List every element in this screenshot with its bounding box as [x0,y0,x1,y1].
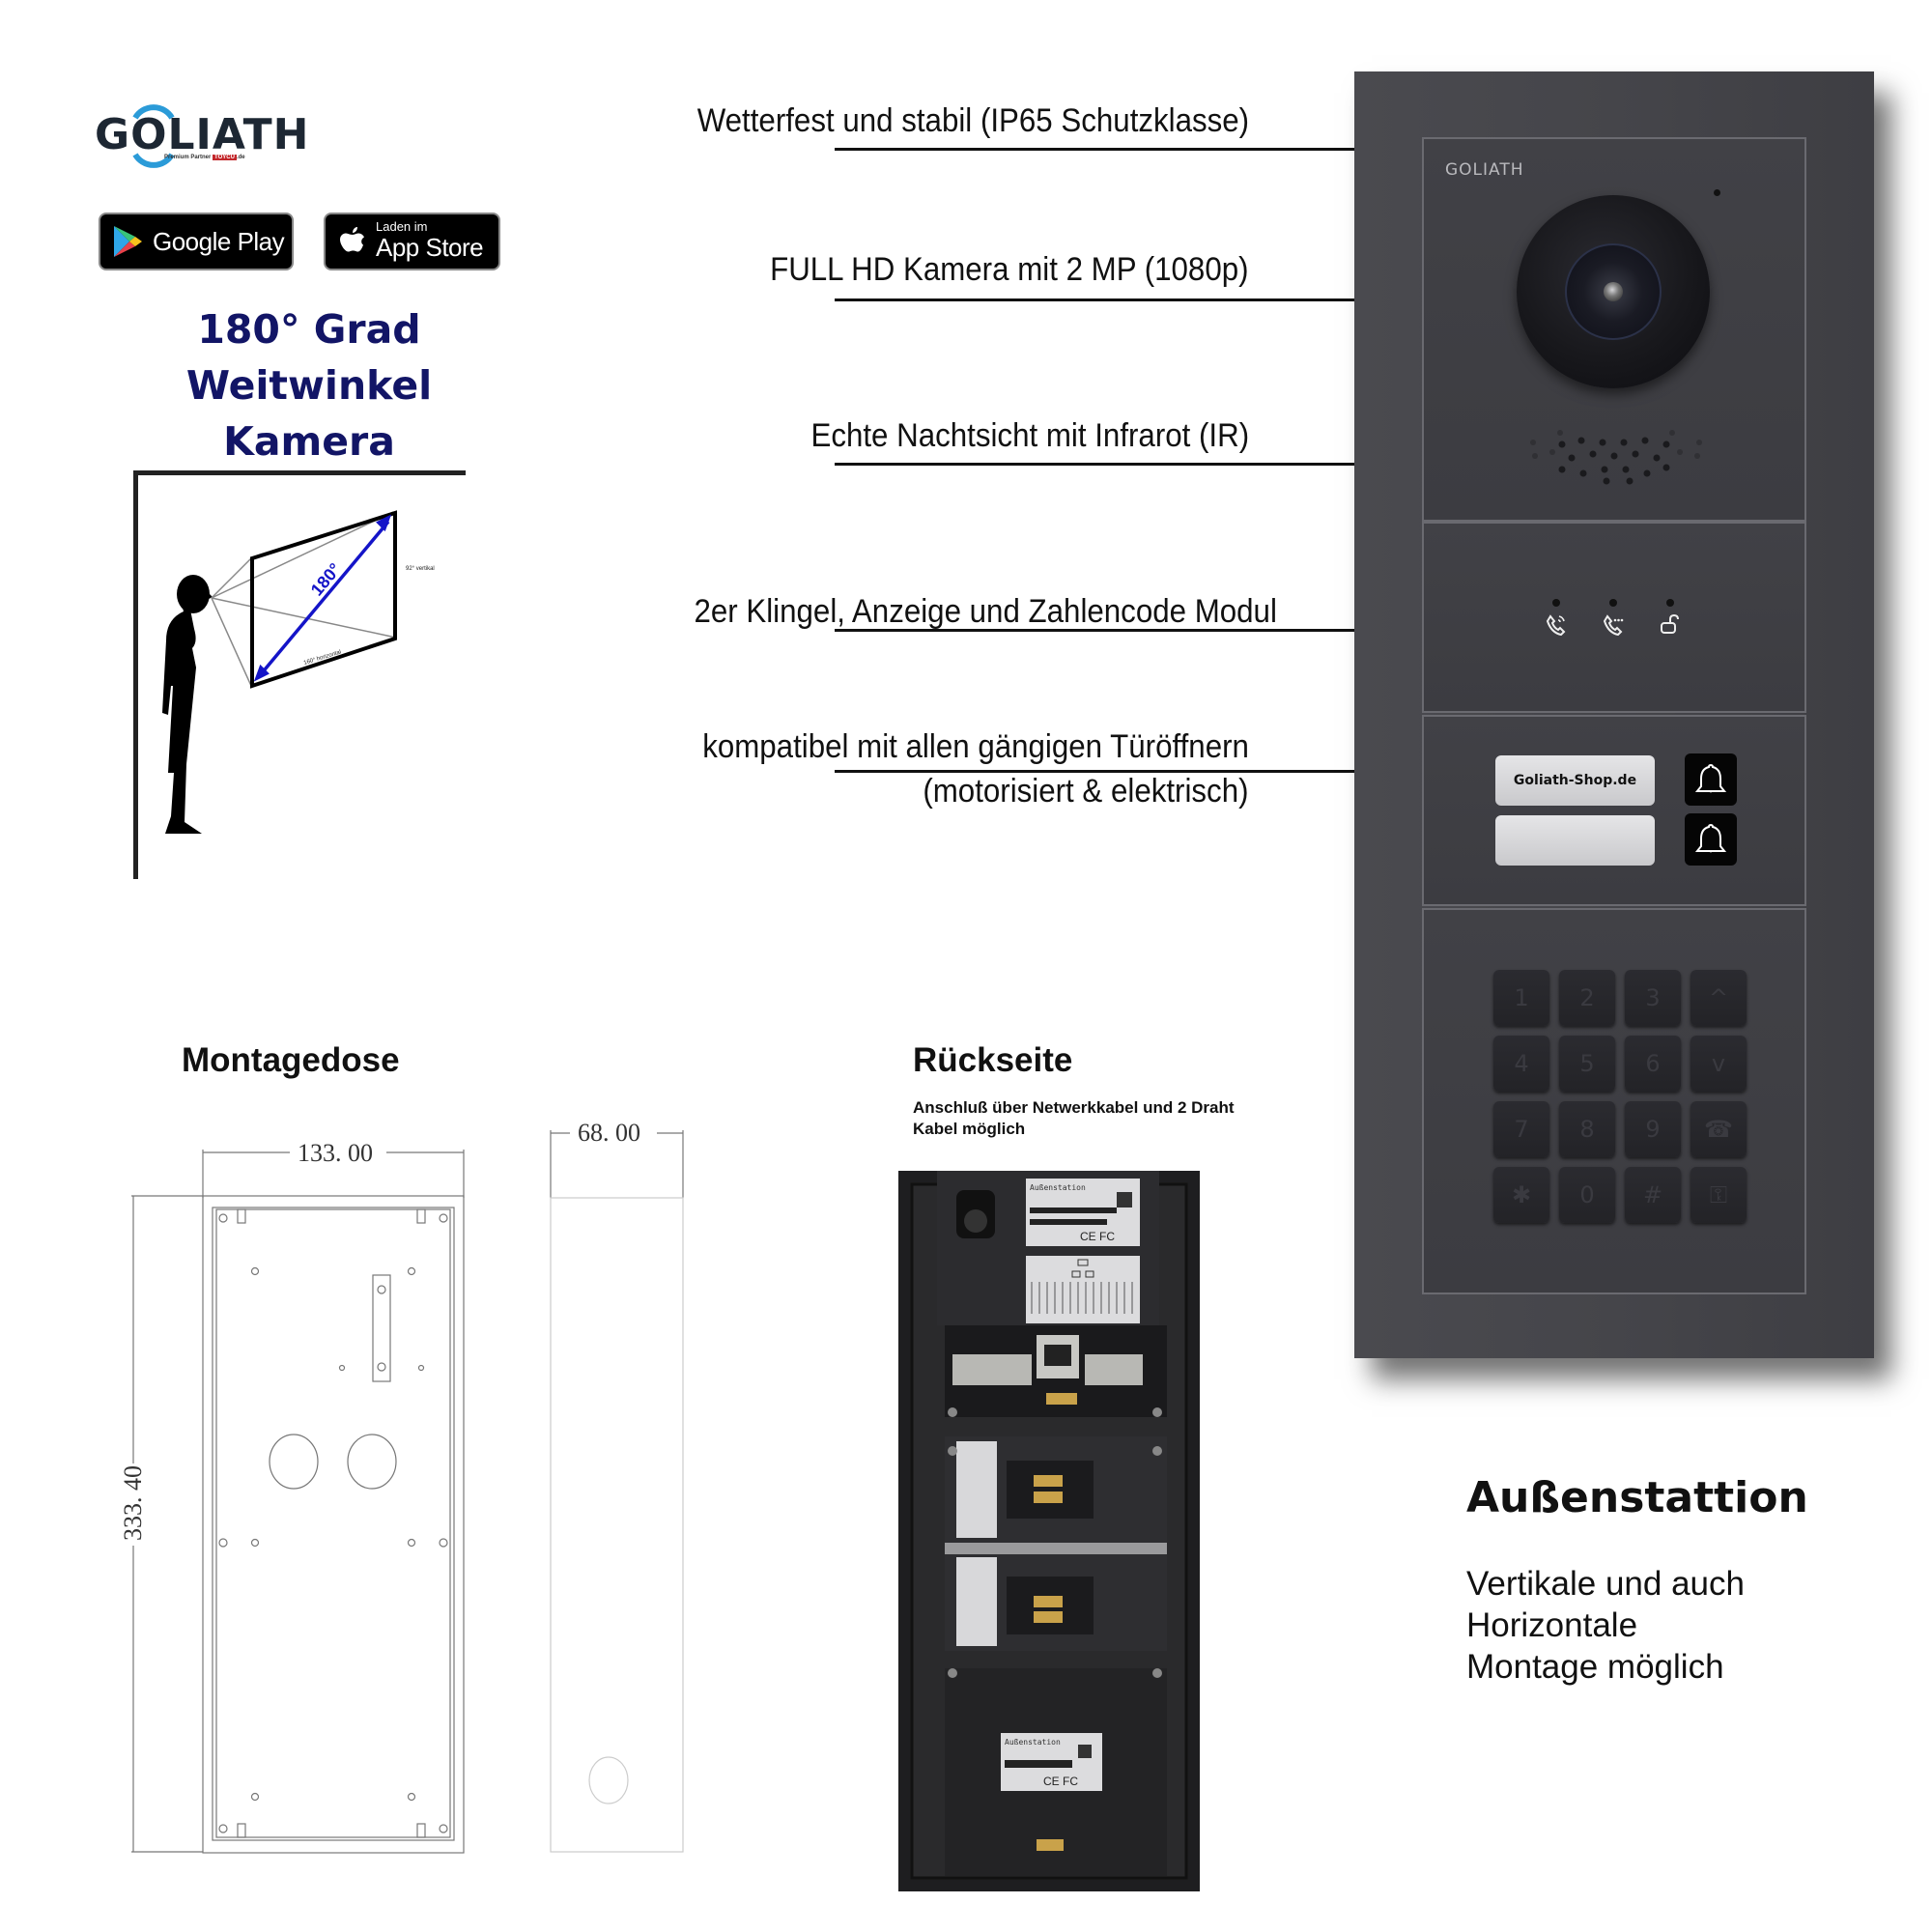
keypad: 1 2 3 ^ 4 5 6 v 7 8 9 ☎ ✱ 0 # ⚿ [1493,970,1747,1223]
callout-door-opener-sub: (motorisiert & elektrisch) [923,773,1249,810]
svg-text:CE FC: CE FC [1043,1775,1078,1788]
app-store-prelabel: Laden im [376,219,428,234]
logo-arc-icon [132,104,175,168]
indicator-module [1422,522,1806,713]
key-call[interactable]: ☎ [1690,1101,1747,1157]
logo-partner: Premium Partner TOYCU.de [164,155,245,160]
wide-angle-line2: Weitwinkel Kamera [185,362,433,465]
google-play-label: Google Play [153,226,285,256]
callout-door-opener: kompatibel mit allen gängigen Türöffnern [702,728,1249,765]
bell-button-1[interactable] [1685,753,1737,806]
callout-line-camera [835,298,1354,301]
phone-talking-icon [1603,614,1624,637]
panel-logo: GOLIATH [1445,160,1524,180]
led-calling [1538,599,1575,640]
key-3[interactable]: 3 [1625,970,1681,1026]
bell-button-2[interactable] [1685,813,1737,866]
svg-text:133. 00: 133. 00 [298,1139,373,1167]
aussenstation-line2: Horizontale [1466,1606,1638,1644]
key-7[interactable]: 7 [1493,1101,1549,1157]
goliath-logo: GOLIATH Premium Partner TOYCU.de [95,104,308,172]
aussenstation-line1: Vertikale und auch [1466,1565,1745,1603]
back-side-photo: Außenstation CE FC Außenstation CE FC [898,1171,1200,1891]
field-of-view-diagram: 180° 92° vertikal 160° horizontal [126,464,483,889]
fov-arrow-icon [253,514,392,682]
outdoor-station-panel: GOLIATH [1354,71,1874,1358]
rueckseite-subtitle: Anschluß über Netwerkkabel und 2 Draht K… [913,1098,1235,1138]
key-hash[interactable]: # [1625,1167,1681,1223]
key-5[interactable]: 5 [1559,1036,1615,1092]
camera-lens [1517,195,1710,388]
led-unlock [1652,599,1689,640]
camera-module: GOLIATH [1422,137,1806,522]
svg-text:68. 00: 68. 00 [578,1119,640,1147]
key-6[interactable]: 6 [1625,1036,1681,1092]
callout-line-modules [835,629,1354,632]
aussenstation-line3: Montage möglich [1466,1648,1724,1686]
callout-line-weatherproof [835,148,1354,151]
svg-text:CE FC: CE FC [1080,1230,1115,1243]
key-9[interactable]: 9 [1625,1101,1681,1157]
bell-module: Goliath-Shop.de [1422,715,1806,906]
key-down[interactable]: v [1690,1036,1747,1092]
mounting-box-drawing: 133. 00 68. 00 333. 40 [106,1092,724,1864]
rueckseite-title: Rückseite [913,1041,1073,1079]
montagedose-title: Montagedose [182,1041,400,1079]
keypad-module: 1 2 3 ^ 4 5 6 v 7 8 9 ☎ ✱ 0 # ⚿ [1422,908,1806,1294]
key-resident[interactable]: ⚿ [1690,1167,1747,1223]
key-star[interactable]: ✱ [1493,1167,1549,1223]
callout-line-nightvision [835,463,1354,466]
callout-modules: 2er Klingel, Anzeige und Zahlencode Modu… [694,593,1277,630]
microphone-hole [1714,189,1720,196]
key-up[interactable]: ^ [1690,970,1747,1026]
bell-icon [1694,763,1727,793]
wide-angle-line1: 180° Grad [197,306,421,353]
callout-line-door-opener [835,770,1354,773]
nameplate-1: Goliath-Shop.de [1495,755,1655,806]
key-1[interactable]: 1 [1493,970,1549,1026]
apple-icon [340,227,364,252]
callout-camera: FULL HD Kamera mit 2 MP (1080p) [770,251,1249,288]
callout-weatherproof: Wetterfest und stabil (IP65 Schutzklasse… [696,102,1249,139]
phone-ringing-icon [1546,614,1566,637]
google-play-icon [114,226,142,257]
key-0[interactable]: 0 [1559,1167,1615,1223]
google-play-badge[interactable]: Google Play [99,213,294,270]
aussenstation-title: Außenstattion [1466,1473,1808,1522]
svg-text:333. 40: 333. 40 [119,1465,147,1541]
svg-text:92° vertikal: 92° vertikal [406,566,435,572]
app-store-badge[interactable]: Laden im App Store [324,213,500,270]
app-store-label: App Store [376,233,484,262]
bell-icon [1694,823,1727,853]
logo-wordmark: GOLIATH [95,110,310,159]
key-8[interactable]: 8 [1559,1101,1615,1157]
led-talking [1595,599,1632,640]
speaker-grille-icon [1530,430,1702,485]
key-4[interactable]: 4 [1493,1036,1549,1092]
aussenstation-description: Vertikale und auch Horizontale Montage m… [1466,1563,1745,1688]
svg-text:Außenstation: Außenstation [1005,1738,1061,1747]
wide-angle-heading: 180° Grad Weitwinkel Kamera [97,301,522,469]
nameplate-2 [1495,815,1655,866]
callout-nightvision: Echte Nachtsicht mit Infrarot (IR) [810,417,1249,454]
key-2[interactable]: 2 [1559,970,1615,1026]
svg-text:Außenstation: Außenstation [1030,1183,1086,1192]
person-silhouette-icon [162,575,213,834]
unlock-icon [1661,613,1679,634]
